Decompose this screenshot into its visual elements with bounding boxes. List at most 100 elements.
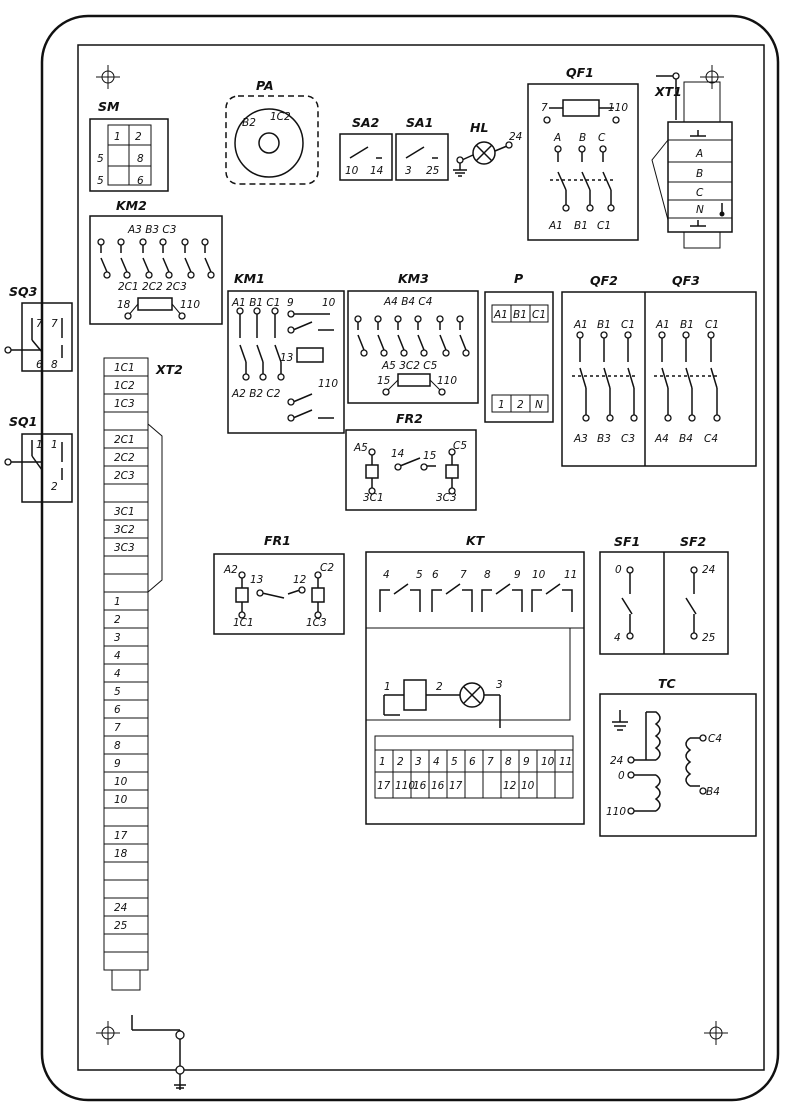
kt-terminal-rail — [374, 735, 574, 751]
xt2-row-label: 2C2 — [114, 452, 135, 464]
qf3-bot-b4: B4 — [679, 433, 693, 445]
mounting-marks — [96, 65, 728, 1045]
fr2-m2: 15 — [423, 450, 437, 462]
km1-aux-10: 10 — [322, 297, 336, 309]
sm-cell-4: 8 — [137, 153, 144, 165]
p-top-2: B1 — [513, 309, 527, 321]
qf1-coil-left: 7 — [541, 102, 548, 114]
kt-contact-arm — [431, 589, 442, 612]
kt-contact-label: 9 — [514, 569, 521, 581]
fr2-b2: 3C3 — [436, 492, 457, 504]
qf2-bot-b3: B3 — [597, 433, 611, 445]
kt-contact-label: 8 — [484, 569, 491, 581]
tc-secondary-2: B4 — [706, 786, 720, 798]
xt2-cell — [103, 717, 149, 737]
qf1-top-a: A — [553, 132, 561, 144]
xt2-row-label: 1 — [114, 596, 121, 608]
sf2-title: SF2 — [680, 534, 706, 549]
qf3-top-b1: B1 — [680, 319, 694, 331]
kt-terminal-top-label: 5 — [451, 756, 458, 768]
kt-contact-blade — [445, 583, 461, 595]
sa2-terminal-1: 10 — [345, 165, 359, 177]
hl-title: HL — [470, 120, 488, 135]
km1-title: KM1 — [234, 271, 265, 286]
qf2-top-b1: B1 — [597, 319, 611, 331]
sm-cell-1: 1 — [114, 131, 121, 143]
kt-contact-label: 6 — [432, 569, 439, 581]
qf2-qf3-breakers: QF2 QF3 A1 B1 C1 A3 B3 C3 A1 B1 C1 A4 B4… — [561, 273, 757, 467]
xt2-cell — [103, 555, 149, 575]
xt2-rows: 1C11C21C32C12C22C33C13C23C31234456789101… — [103, 357, 149, 991]
pa-terminal-c2: 1C2 — [270, 111, 291, 123]
sq3-limit-switch: SQ3 7 7 6 8 — [4, 284, 73, 372]
xt2-row-label: 9 — [114, 758, 121, 770]
fr2-title: FR2 — [396, 411, 423, 426]
tc-secondary-1: C4 — [708, 733, 722, 745]
kt-contact-arm — [531, 589, 542, 612]
xt2-row-label: 25 — [114, 920, 128, 932]
qf2-top-a1: A1 — [573, 319, 588, 331]
kt-contact-arm — [379, 589, 390, 612]
sq1-limit-switch: SQ1 1 1 2 — [4, 414, 73, 503]
kt-contact-arm — [562, 589, 573, 612]
sq3-label-1: 7 — [36, 318, 43, 330]
xt2-row-label: 3C2 — [114, 524, 135, 536]
kt-terminal-top-label: 3 — [415, 756, 422, 768]
kt-terminal-bot-label: 10 — [521, 780, 535, 792]
sf1-terminal-1: 0 — [615, 564, 622, 576]
xt2-row-label: 2 — [114, 614, 121, 626]
sm-cell-6: 6 — [137, 175, 144, 187]
kt-terminal-bot-label: 110 — [395, 780, 415, 792]
xt2-row-label: 2C1 — [114, 434, 135, 446]
kt-terminal-bot — [554, 771, 574, 799]
xt1-row-b: B — [696, 168, 703, 180]
kt-terminal-top-label: 8 — [505, 756, 512, 768]
xt2-title: XT2 — [155, 362, 183, 377]
p-top-1: A1 — [493, 309, 508, 321]
sq3-label-3: 6 — [36, 359, 43, 371]
km2-contactor: KM2 A3 B3 C3 2C1 2C2 2C3 18 110 — [89, 198, 223, 325]
qf2-top-c1: C1 — [621, 319, 635, 331]
sm-cell-2: 2 — [135, 131, 142, 143]
sa2-switch: SA2 10 14 — [339, 115, 393, 181]
xt2-cell — [103, 735, 149, 755]
xt2-cell — [103, 681, 149, 701]
xt2-row-label: 1C2 — [114, 380, 135, 392]
kt-contact-blade — [545, 583, 561, 595]
km3-contactor: KM3 A4 B4 C4 A5 3C2 C5 15 110 — [347, 271, 479, 404]
km3-bottom-labels: A5 3C2 C5 — [381, 360, 438, 372]
kt-contact-blade — [393, 583, 409, 595]
tc-title: TC — [658, 676, 677, 691]
mount-mark-tl — [96, 65, 120, 89]
xt2-cell — [103, 573, 149, 593]
xt2-row-label: 2C3 — [114, 470, 135, 482]
kt-coil-2: 2 — [436, 681, 443, 693]
kt-contact-label: 7 — [460, 569, 467, 581]
fr2-relay: FR2 A5 C5 14 15 3C1 3C3 — [345, 411, 477, 511]
sa1-title: SA1 — [406, 115, 433, 130]
km3-coil-right: 110 — [437, 375, 457, 387]
km1-aux-110: 110 — [318, 378, 338, 390]
xt2-end-cap — [111, 969, 141, 991]
fr1-m1: 13 — [250, 574, 263, 586]
xt1-row-n: N — [696, 204, 704, 216]
qf1-top-b: B — [579, 132, 586, 144]
fr1-c: C2 — [320, 562, 334, 574]
fr2-c: C5 — [453, 440, 467, 452]
fr1-relay: FR1 A2 C2 13 12 1C1 1C3 — [213, 533, 345, 635]
sf2-terminal-2: 25 — [702, 632, 716, 644]
pa-title: PA — [256, 78, 274, 93]
tc-transformer: TC 24 0 110 C4 B4 — [599, 676, 757, 837]
kt-contact-label: 11 — [564, 569, 577, 581]
xt2-cell — [103, 627, 149, 647]
xt2-row-label: 10 — [114, 794, 128, 806]
kt-contact-blade — [495, 583, 511, 595]
km1-aux-13: 13 — [280, 352, 293, 364]
xt2-cell — [103, 591, 149, 611]
kt-contact-arm — [462, 589, 473, 612]
sq3-label-4: 8 — [51, 359, 58, 371]
xt2-row-label: 8 — [114, 740, 121, 752]
xt2-row-label: 17 — [114, 830, 128, 842]
